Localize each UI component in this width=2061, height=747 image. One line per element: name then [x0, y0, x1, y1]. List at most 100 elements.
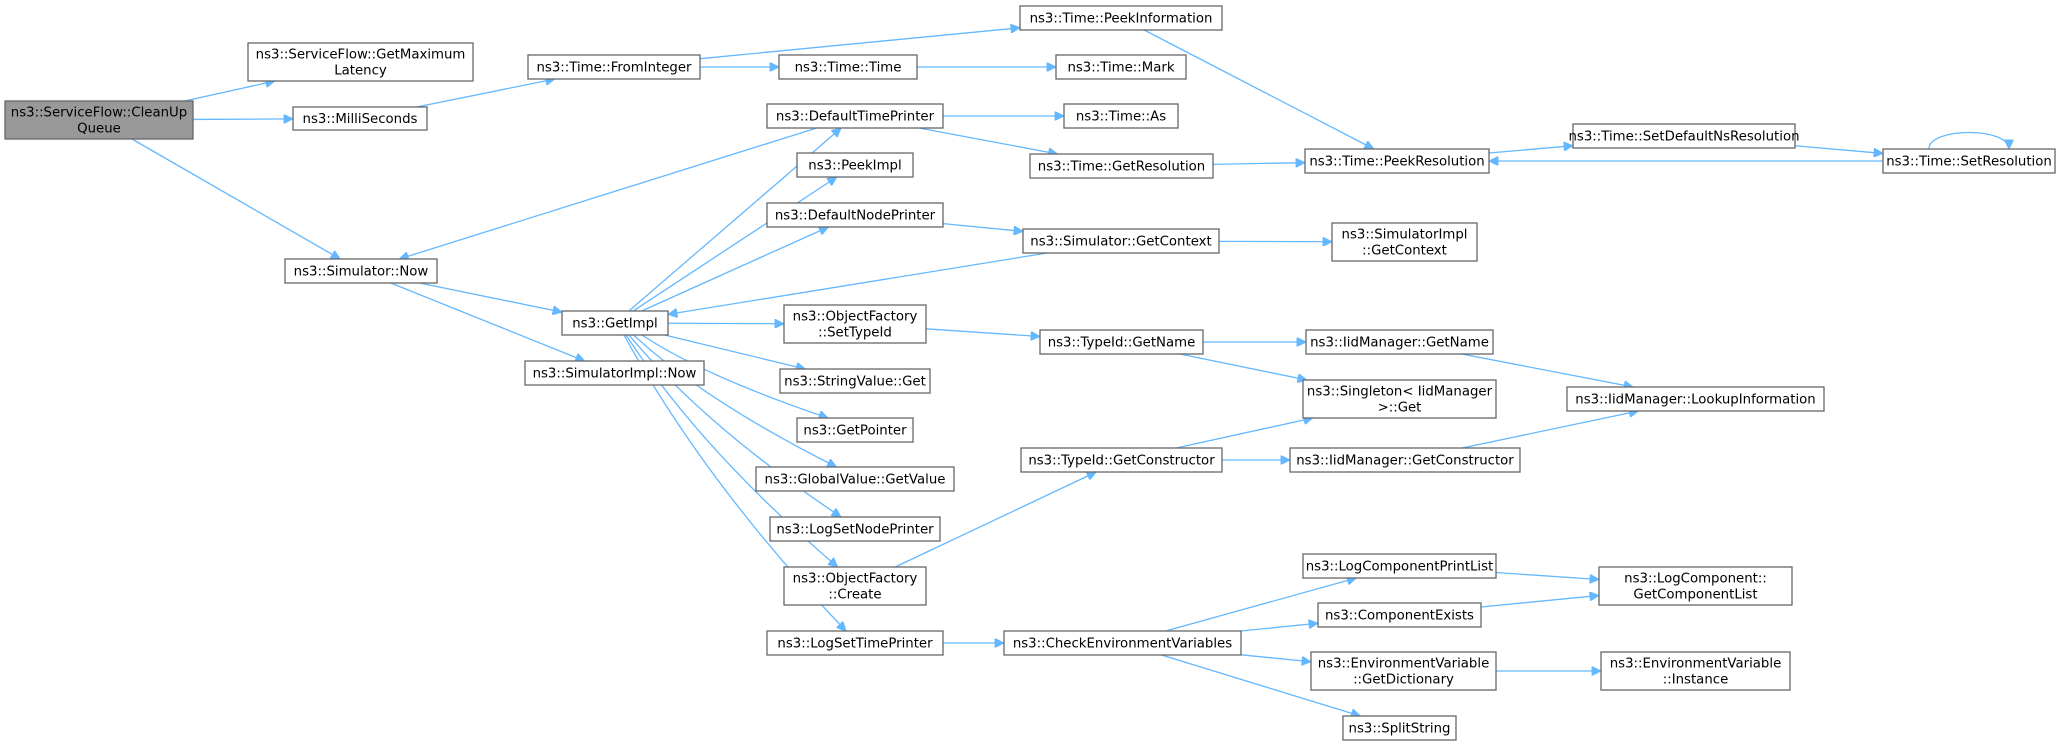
node-box [766, 630, 944, 656]
node-label: ns3::Time::GetResolution [1038, 160, 1205, 175]
node-logcompprintlist[interactable]: ns3::LogComponentPrintList [1302, 553, 1497, 579]
node-label: ns3::CheckEnvironmentVariables [1013, 637, 1232, 652]
node-box [783, 304, 927, 344]
edge-ofsettypeid-to-typeidgetname [925, 328, 1040, 337]
edge-componentexists-to-getcomponentlist [1480, 595, 1599, 608]
node-peekimpl[interactable]: ns3::PeekImpl [796, 152, 914, 178]
node-box [755, 466, 955, 492]
edge-getimpl-to-defaulttimeprinter [628, 128, 841, 312]
edge-typeidgetconstructor-to-singletonget [1176, 418, 1313, 449]
node-iidgetconstructor[interactable]: ns3::IidManager::GetConstructor [1289, 447, 1521, 473]
node-box [783, 566, 927, 606]
edge-typeidgetname-to-singletonget [1179, 353, 1307, 380]
edge-checkenv-to-splitstring [1161, 654, 1361, 716]
node-box [1003, 630, 1242, 656]
node-simimplnow[interactable]: ns3::SimulatorImpl::Now [524, 360, 705, 386]
node-peekinfo[interactable]: ns3::Time::PeekInformation [1019, 5, 1223, 31]
node-box [1310, 651, 1497, 691]
node-label: ns3::LogComponentPrintList [1306, 560, 1494, 575]
node-box [524, 360, 705, 386]
node-box [292, 106, 428, 131]
node-ofsettypeid[interactable]: ns3::ObjectFactory::SetTypeId [783, 304, 927, 344]
node-box [1055, 54, 1187, 80]
node-ofcreate[interactable]: ns3::ObjectFactory::Create [783, 566, 927, 606]
node-getpointer[interactable]: ns3::GetPointer [796, 417, 914, 443]
edge-getresolution-to-peekresolution [1212, 163, 1305, 165]
node-label: ns3::Simulator::GetContext [1030, 235, 1211, 250]
node-label: ns3::IidManager::LookupInformation [1575, 393, 1815, 408]
nodes: ns3::ServiceFlow::CleanUpQueuens3::Servi… [4, 5, 2056, 741]
node-box [1029, 153, 1214, 179]
node-milliseconds[interactable]: ns3::MilliSeconds [292, 106, 428, 131]
node-box [247, 42, 474, 82]
node-peekresolution[interactable]: ns3::Time::PeekResolution [1304, 148, 1490, 174]
node-mark[interactable]: ns3::Time::Mark [1055, 54, 1187, 80]
node-box [1317, 602, 1482, 628]
node-box [1566, 386, 1825, 412]
edge-iidgetname-to-lookupinfo [1461, 353, 1633, 387]
node-box [1304, 148, 1490, 174]
node-label: ns3::Singleton< IidManager [1307, 385, 1493, 400]
node-logsettimeprinter[interactable]: ns3::LogSetTimePrinter [766, 630, 944, 656]
node-box [1302, 379, 1497, 419]
node-label: ns3::GetImpl [572, 317, 657, 332]
node-label: ::Create [828, 588, 881, 603]
edge-frominteger-to-peekinfo [699, 28, 1020, 60]
node-globalvaluegetvalue[interactable]: ns3::GlobalValue::GetValue [755, 466, 955, 492]
node-typeidgetconstructor[interactable]: ns3::TypeId::GetConstructor [1020, 447, 1223, 473]
node-defaulttimeprinter[interactable]: ns3::DefaultTimePrinter [766, 103, 944, 129]
node-simgetcontext[interactable]: ns3::Simulator::GetContext [1022, 228, 1220, 254]
node-singletonget[interactable]: ns3::Singleton< IidManager>::Get [1302, 379, 1497, 419]
node-typeidgetname[interactable]: ns3::TypeId::GetName [1039, 329, 1204, 355]
node-box [1019, 5, 1223, 31]
node-iidgetname[interactable]: ns3::IidManager::GetName [1305, 329, 1494, 355]
node-label: >::Get [1378, 401, 1422, 416]
node-simnow[interactable]: ns3::Simulator::Now [284, 258, 438, 284]
node-setresolution[interactable]: ns3::Time::SetResolution [1882, 148, 2056, 174]
node-label: ns3::PeekImpl [808, 159, 901, 174]
node-getimpl[interactable]: ns3::GetImpl [561, 310, 669, 336]
node-frominteger[interactable]: ns3::Time::FromInteger [527, 54, 701, 80]
edge-simgetcontext-to-getimpl [668, 252, 1048, 314]
node-label: ns3::ComponentExists [1325, 609, 1474, 624]
node-as[interactable]: ns3::Time::As [1063, 103, 1179, 129]
node-splitstring[interactable]: ns3::SplitString [1342, 715, 1457, 741]
node-lookupinfo[interactable]: ns3::IidManager::LookupInformation [1566, 386, 1825, 412]
node-setdefaultns[interactable]: ns3::Time::SetDefaultNsResolution [1568, 123, 1800, 149]
node-logsetnodeprinter[interactable]: ns3::LogSetNodePrinter [769, 516, 941, 542]
edges [131, 28, 2009, 716]
node-label: ns3::Time::SetResolution [1886, 155, 2052, 170]
node-box [796, 417, 914, 443]
node-box [1020, 447, 1223, 473]
node-box [1039, 329, 1204, 355]
node-stringvalueget[interactable]: ns3::StringValue::Get [779, 368, 931, 394]
node-label: Queue [77, 122, 121, 137]
node-box [1600, 651, 1791, 691]
edge-getimpl-to-defaultnodeprinter [641, 227, 829, 312]
node-label: ns3::IidManager::GetName [1310, 336, 1489, 351]
node-box [778, 54, 918, 80]
node-getresolution[interactable]: ns3::Time::GetResolution [1029, 153, 1214, 179]
node-box [1063, 103, 1179, 129]
node-label: ns3::ServiceFlow::CleanUp [11, 106, 187, 121]
edge-checkenv-to-logcompprintlist [1165, 578, 1357, 632]
node-timetime[interactable]: ns3::Time::Time [778, 54, 918, 80]
node-box [4, 100, 194, 140]
edge-defaulttimeprinter-to-getresolution [918, 127, 1058, 154]
node-label: ns3::TypeId::GetName [1048, 336, 1196, 351]
node-simimplgetcontext[interactable]: ns3::SimulatorImpl::GetContext [1331, 222, 1478, 262]
node-envgetdict[interactable]: ns3::EnvironmentVariable::GetDictionary [1310, 651, 1497, 691]
node-defaultnodeprinter[interactable]: ns3::DefaultNodePrinter [766, 202, 944, 228]
edge-simnow-to-simimplnow [390, 282, 585, 361]
node-box [1882, 148, 2056, 174]
edge-setdefaultns-to-setresolution [1794, 145, 1883, 154]
node-getcomponentlist[interactable]: ns3::LogComponent::GetComponentList [1598, 566, 1793, 606]
node-envinstance[interactable]: ns3::EnvironmentVariable::Instance [1600, 651, 1791, 691]
node-label: ns3::LogComponent:: [1624, 572, 1767, 587]
node-box [1342, 715, 1457, 741]
node-box [1598, 566, 1793, 606]
node-checkenv[interactable]: ns3::CheckEnvironmentVariables [1003, 630, 1242, 656]
node-componentexists[interactable]: ns3::ComponentExists [1317, 602, 1482, 628]
